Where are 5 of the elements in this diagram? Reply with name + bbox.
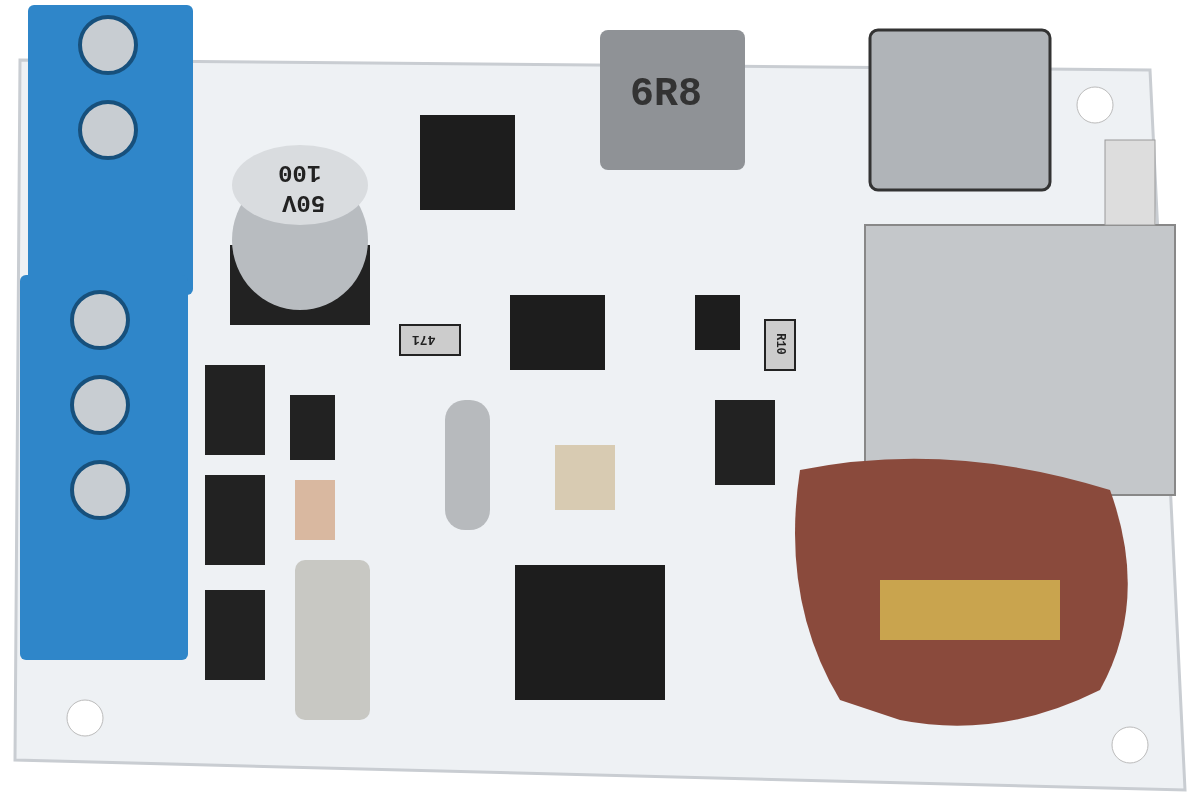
resistor-marking: R10: [773, 333, 786, 355]
capacitor-marking: 100: [278, 160, 322, 184]
capacitor-marking: 50V: [282, 190, 326, 214]
inductor-marking: 6R8: [630, 75, 702, 115]
resistor-marking: 471: [412, 333, 436, 346]
